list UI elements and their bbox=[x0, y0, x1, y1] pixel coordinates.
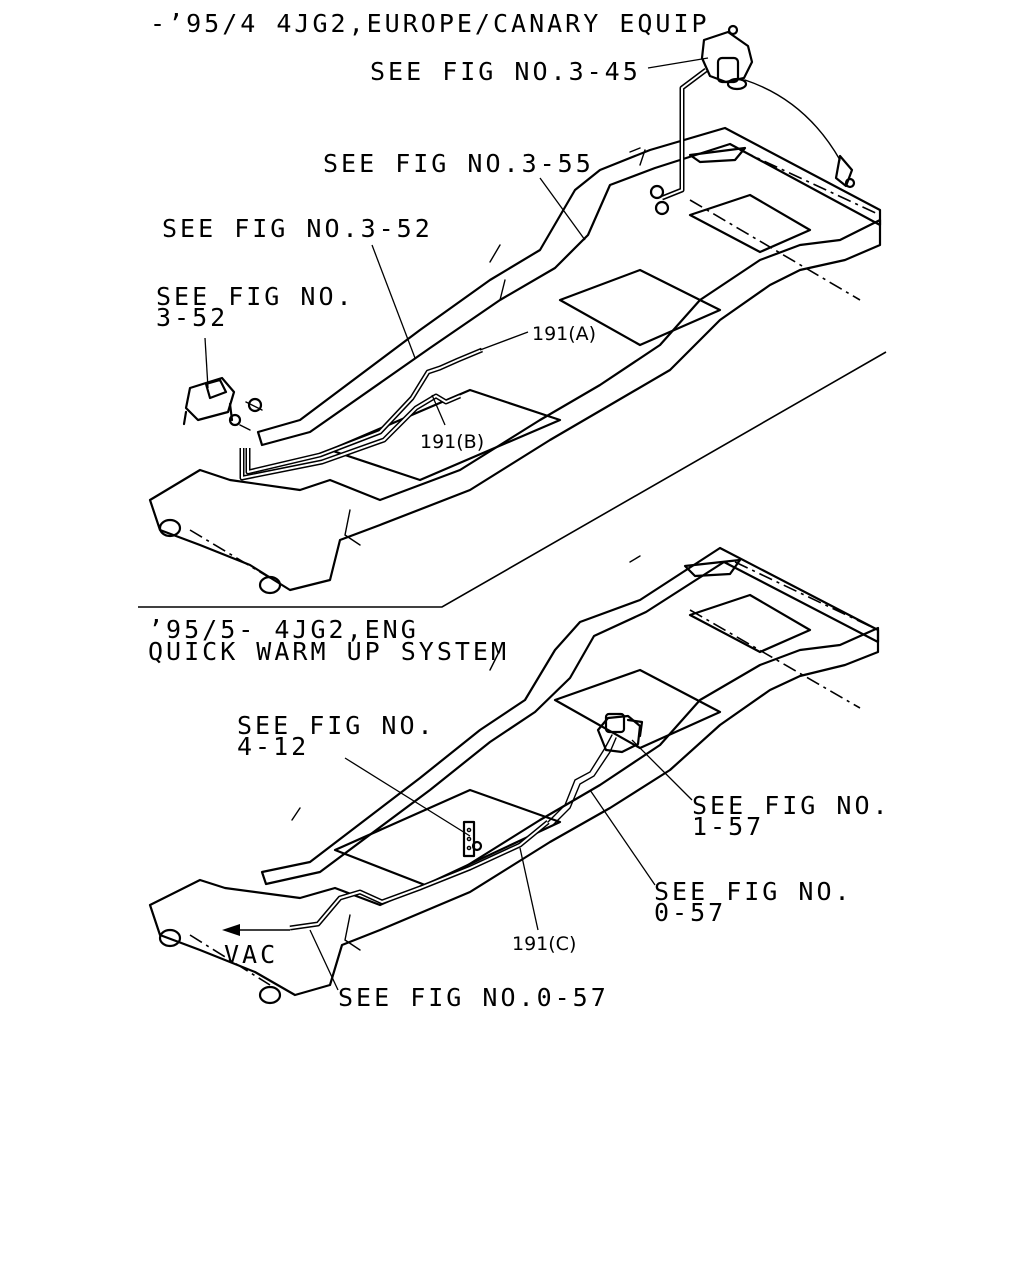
leader-3-45 bbox=[647, 57, 709, 69]
upper-rear-crossmember bbox=[688, 146, 747, 164]
lower-crossmember-3 bbox=[688, 593, 812, 654]
lower-frame-detail bbox=[291, 555, 641, 951]
lower-crossmember-1 bbox=[333, 788, 562, 887]
lower-section: ’95/5- 4JG2,ENG QUICK WARM UP SYSTEM bbox=[148, 546, 891, 1012]
callout-fig-0-57-line2: 0-57 bbox=[654, 898, 726, 927]
upper-centerline-3 bbox=[739, 149, 881, 216]
section-divider bbox=[138, 351, 887, 608]
lower-section-title-line2: QUICK WARM UP SYSTEM bbox=[148, 637, 509, 666]
callout-fig-3-52-line2: 3-52 bbox=[156, 303, 228, 332]
lower-centerline-1 bbox=[189, 934, 271, 986]
lower-bushing-left bbox=[158, 928, 182, 948]
callout-fig-1-57-line1: SEE FIG NO. bbox=[692, 791, 891, 820]
leader-191c bbox=[519, 847, 539, 931]
upper-crossmember-1 bbox=[328, 388, 562, 482]
clip-bracket-4-12[interactable] bbox=[462, 820, 483, 858]
part-label-191b: 191(B) bbox=[420, 431, 484, 453]
part-label-191a: 191(A) bbox=[532, 323, 596, 345]
callout-fig-0-57-line1: SEE FIG NO. bbox=[654, 877, 853, 906]
leader-3-52-bracket bbox=[204, 337, 209, 389]
callout-fig-3-45: SEE FIG NO.3-45 bbox=[370, 57, 641, 86]
upper-frame-near-rail bbox=[148, 218, 882, 592]
callout-fig-1-57-line2: 1-57 bbox=[692, 812, 764, 841]
upper-crossmember-2 bbox=[558, 268, 722, 347]
connector-rear[interactable] bbox=[834, 154, 856, 189]
callout-fig-3-55: SEE FIG NO.3-55 bbox=[323, 149, 594, 178]
lower-rear-crossmember bbox=[683, 558, 742, 578]
upper-centerline-2 bbox=[689, 199, 861, 301]
upper-section: -’95/4 4JG2,EUROPE/CANARY EQUIP bbox=[148, 9, 882, 595]
upper-bushing-left bbox=[158, 518, 182, 538]
leader-0-57-right bbox=[589, 789, 656, 886]
leader-3-55 bbox=[539, 177, 586, 241]
upper-bushing-right bbox=[258, 575, 282, 595]
leader-191a bbox=[479, 331, 529, 351]
pipe-rear-vertical[interactable] bbox=[661, 68, 708, 201]
callout-fig-3-52-main: SEE FIG NO.3-52 bbox=[162, 214, 433, 243]
hose-to-valve bbox=[547, 734, 613, 823]
callout-fig-4-12-line2: 4-12 bbox=[237, 732, 309, 761]
bolts-rear bbox=[649, 184, 670, 216]
upper-section-title: -’95/4 4JG2,EUROPE/CANARY EQUIP bbox=[150, 9, 710, 38]
leader-3-52-main bbox=[371, 244, 416, 359]
valve-assembly-lower[interactable] bbox=[596, 712, 644, 754]
upper-crossmember-3 bbox=[688, 193, 812, 254]
rear-hose bbox=[744, 79, 841, 161]
leader-0-57-bottom bbox=[309, 929, 339, 991]
callout-fig-4-12-line1: SEE FIG NO. bbox=[237, 711, 436, 740]
leader-191b bbox=[431, 394, 446, 426]
upper-frame-detail bbox=[344, 147, 646, 546]
lower-centerline-2 bbox=[689, 609, 861, 709]
vac-label: VAC bbox=[224, 940, 278, 969]
pipe-191a[interactable] bbox=[245, 347, 483, 475]
leader-1-57 bbox=[631, 739, 693, 801]
lower-bushing-right bbox=[258, 985, 282, 1005]
bracket-3-52[interactable] bbox=[182, 376, 263, 431]
upper-centerline-1 bbox=[189, 529, 271, 579]
callout-fig-0-57-bottom: SEE FIG NO.0-57 bbox=[338, 983, 609, 1012]
vac-arrow bbox=[222, 924, 290, 936]
leader-4-12 bbox=[344, 757, 471, 837]
valve-assembly-top[interactable] bbox=[700, 24, 754, 91]
lower-section-title-line1: ’95/5- 4JG2,ENG bbox=[148, 615, 419, 644]
lower-crossmember-2 bbox=[553, 668, 722, 750]
part-label-191c: 191(C) bbox=[512, 933, 576, 955]
callout-fig-3-52-line1: SEE FIG NO. bbox=[156, 282, 355, 311]
